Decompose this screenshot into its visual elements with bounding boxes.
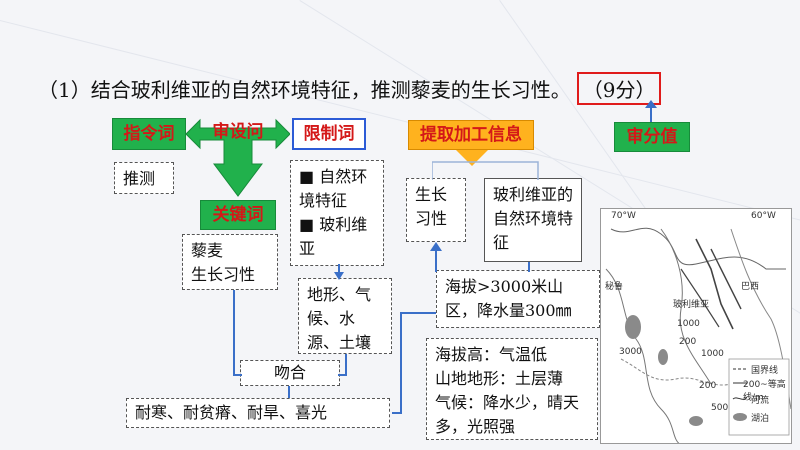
map-contour: 200: [679, 337, 697, 347]
box-factors: 地形、气候、水源、土壤: [298, 278, 392, 354]
map-country-left: 秘鲁: [605, 282, 624, 292]
map-country-label: 玻利维亚: [673, 300, 710, 310]
map-lon-right: 60°W: [751, 211, 776, 221]
question-line: （1）结合玻利维亚的自然环境特征，推测藜麦的生长习性。（9分）: [38, 72, 662, 105]
map-country-right: 巴西: [741, 282, 760, 292]
analysis-item: 山地地形：土层薄: [435, 369, 564, 388]
score-box: （9分）: [576, 72, 662, 105]
arrow-limit-to-factors: [334, 264, 344, 280]
connector: [345, 354, 347, 376]
review-arrow-shape: [186, 118, 290, 197]
connector: [233, 374, 242, 376]
map-contour: 1000: [677, 319, 700, 329]
map-lon-left: 70°W: [611, 211, 636, 221]
connector: [233, 290, 235, 376]
keyword-item: 生长习性: [191, 265, 256, 284]
limit-item: ■ 玻利维亚: [299, 215, 368, 258]
connector: [400, 312, 436, 314]
map-contour: 1000: [701, 349, 724, 359]
extract-down-arrow: [456, 150, 488, 166]
connector: [338, 374, 347, 376]
box-conclusion: 耐寒、耐贫瘠、耐旱、喜光: [126, 398, 390, 428]
connector: [400, 312, 402, 414]
limit-item: ■ 自然环境特征: [299, 167, 368, 210]
extract-bracket: [432, 161, 539, 180]
connector: [392, 412, 402, 414]
analysis-item: 气候：降水少，晴天多，光照强: [435, 393, 580, 436]
tag-extract: 提取加工信息: [408, 120, 534, 150]
analysis-item: 海拔高：气温低: [435, 345, 548, 364]
map-legend-item: 200~等高线/m: [743, 380, 786, 403]
keyword-item: 藜麦: [191, 241, 224, 260]
box-altitude: 海拔>3000米山区，降水量300㎜: [436, 270, 600, 328]
question-text: （1）结合玻利维亚的自然环境特征，推测藜麦的生长习性。: [38, 78, 571, 102]
tag-review: 审设问: [212, 122, 264, 142]
arrow-growth: [430, 242, 442, 272]
map-legend-item: 河流: [751, 396, 770, 406]
map-contour: 200: [699, 381, 717, 391]
map-contour: 500: [711, 403, 729, 413]
tag-instruction: 指令词: [112, 118, 186, 150]
score-up-arrow: [645, 100, 657, 122]
box-growth-habit: 生长习性: [406, 178, 466, 242]
box-natural-env: 玻利维亚的自然环境特征: [484, 178, 582, 262]
tag-keyword: 关键词: [200, 200, 276, 230]
bolivia-map: 70°W 60°W 玻利维亚 秘鲁 巴西 3000 200 1000 1000 …: [600, 208, 792, 444]
box-analysis: 海拔高：气温低 山地地形：土层薄 气候：降水少，晴天多，光照强: [426, 338, 598, 440]
box-keywords: 藜麦 生长习性: [182, 234, 278, 290]
box-match: 吻合: [240, 360, 340, 386]
map-legend-item: 湖泊: [751, 414, 770, 424]
connector: [288, 386, 290, 398]
box-instruction-word: 推测: [114, 162, 174, 194]
map-drawing: [601, 209, 791, 443]
arrow-env: [528, 262, 530, 272]
map-legend-item: 国界线: [751, 366, 779, 376]
box-limit-words: ■ 自然环境特征 ■ 玻利维亚: [290, 160, 384, 266]
map-contour: 3000: [619, 347, 642, 357]
tag-score-value: 审分值: [614, 122, 690, 152]
tag-limit: 限制词: [292, 118, 366, 150]
